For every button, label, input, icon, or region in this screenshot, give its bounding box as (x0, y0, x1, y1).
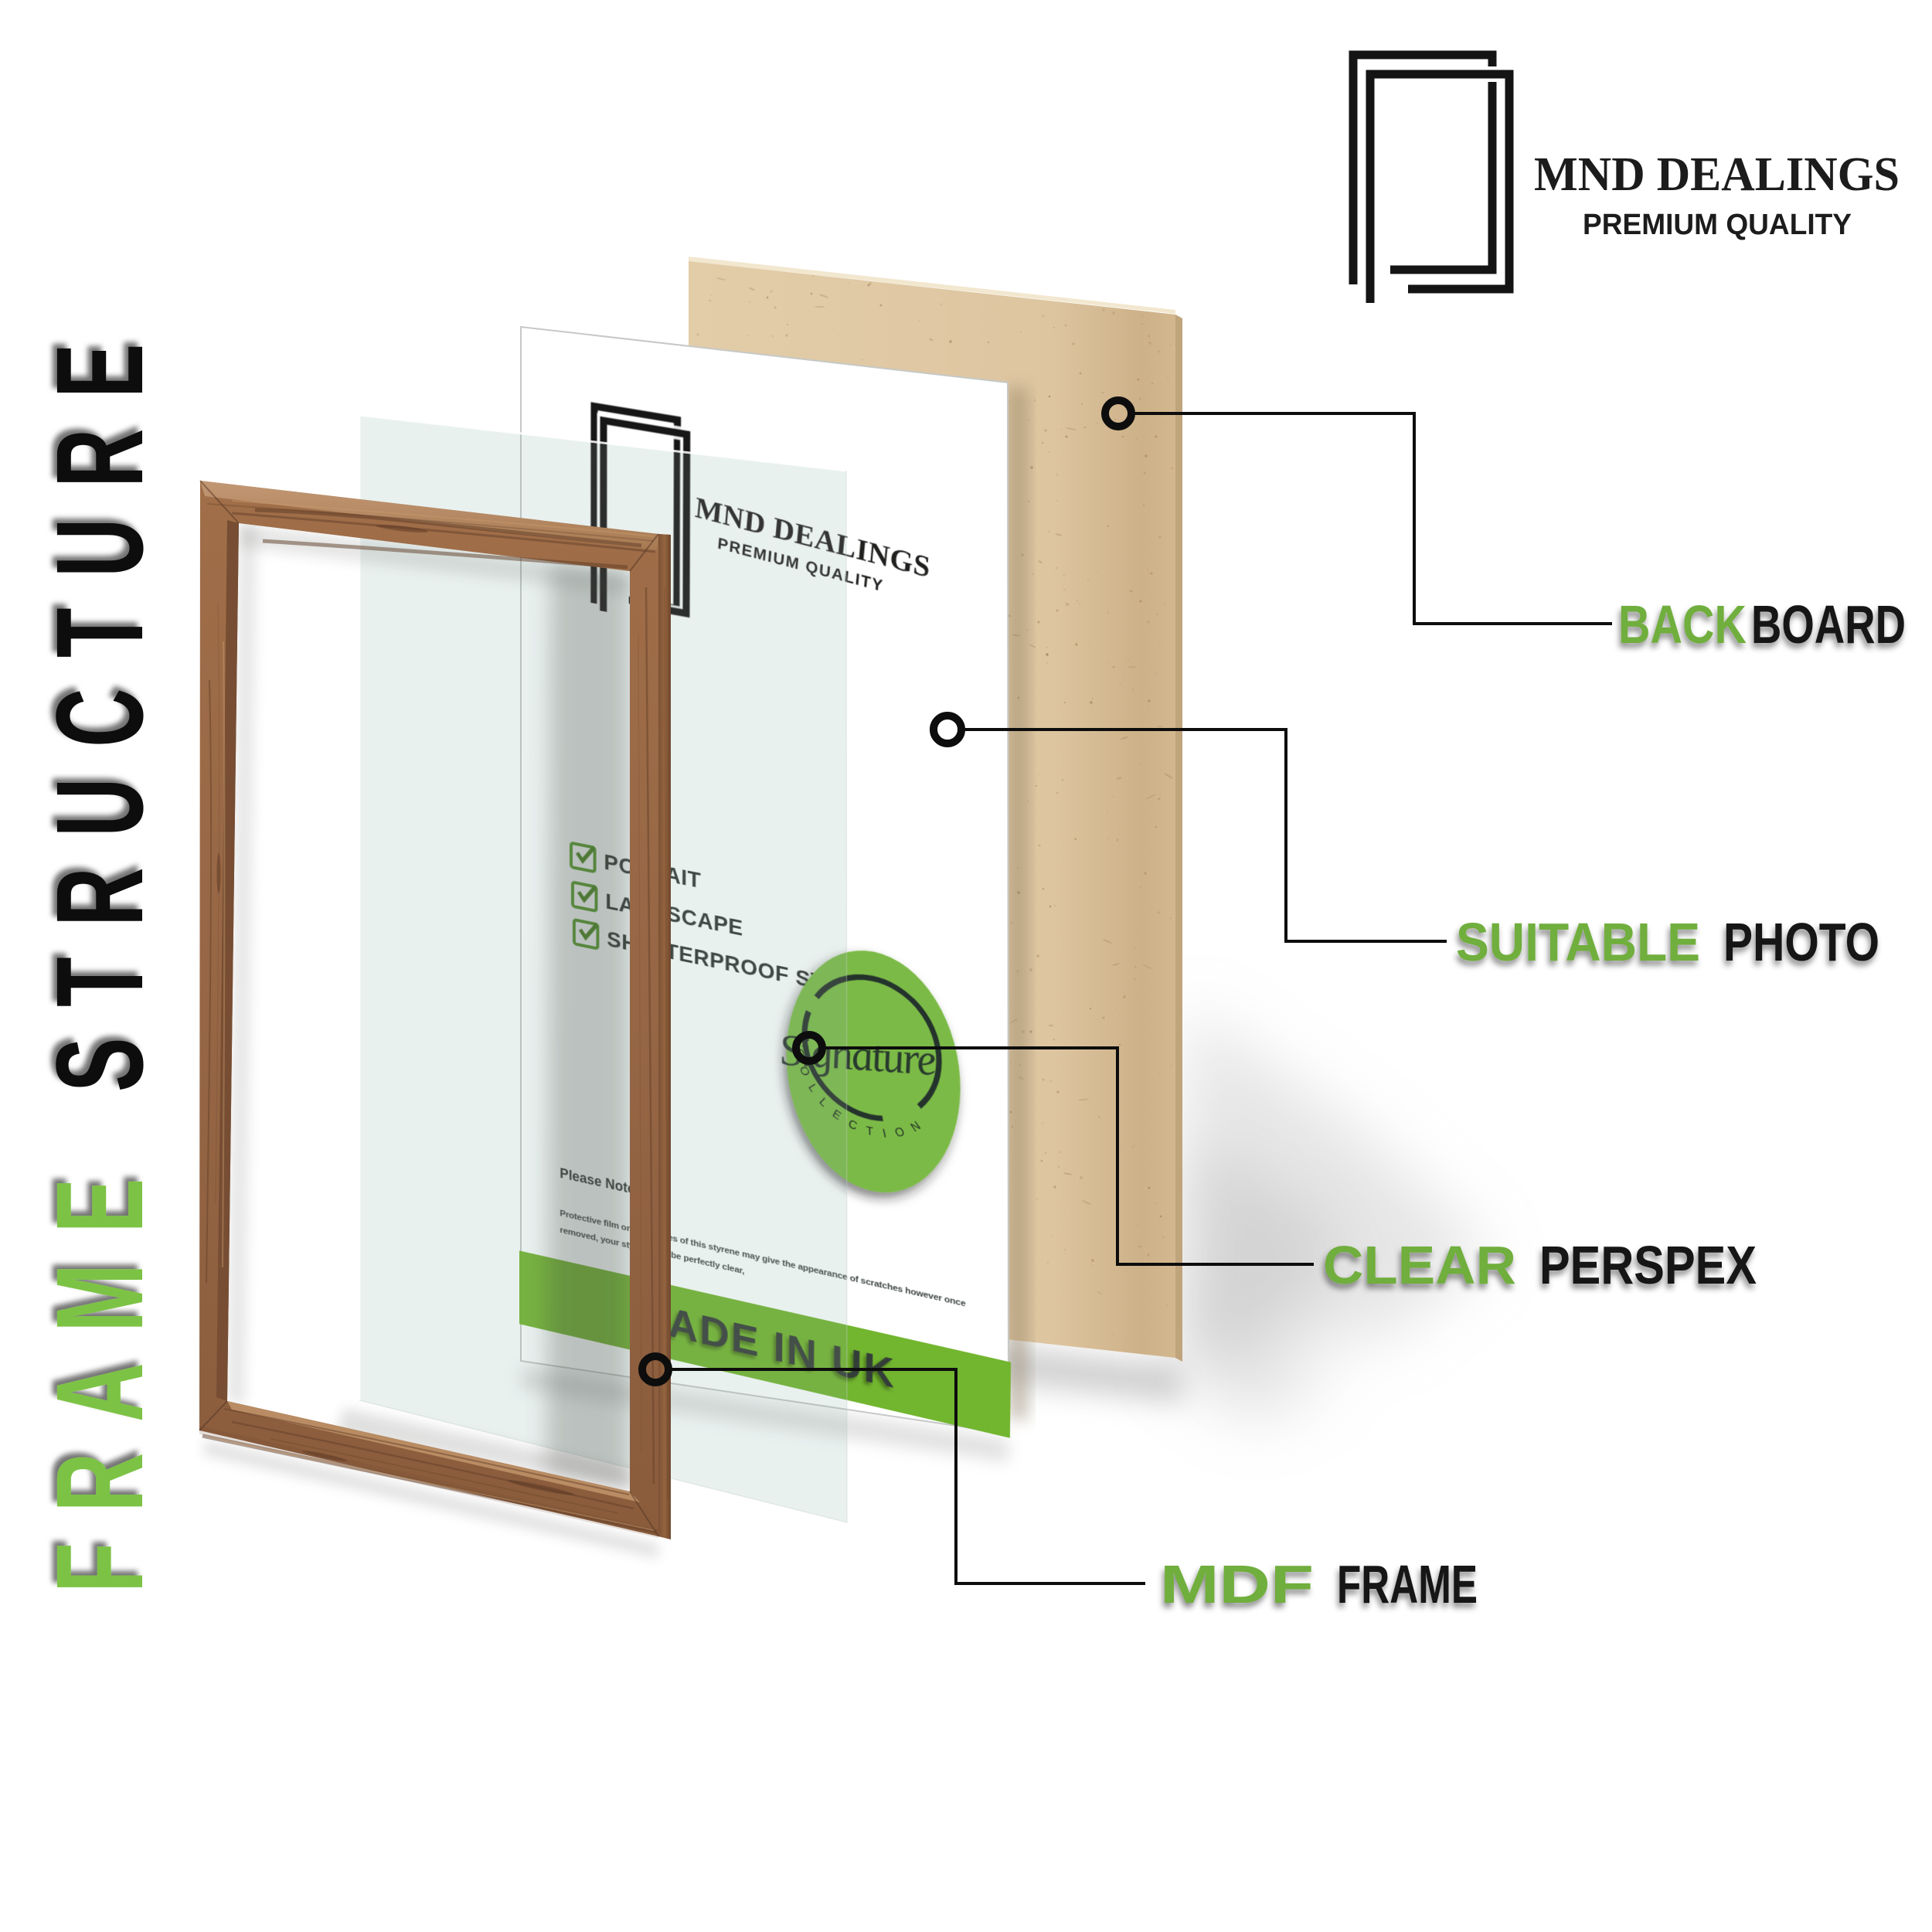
svg-text:PREMIUM QUALITY: PREMIUM QUALITY (1583, 209, 1852, 241)
svg-text:STRUCTURE: STRUCTURE (30, 313, 168, 1092)
svg-text:SUITABLE: SUITABLE (1456, 912, 1700, 972)
svg-text:BACK: BACK (1618, 594, 1747, 655)
svg-text:CLEAR: CLEAR (1323, 1235, 1516, 1295)
svg-text:BOARD: BOARD (1751, 594, 1906, 655)
svg-text:MND DEALINGS: MND DEALINGS (1534, 148, 1900, 201)
svg-text:PERSPEX: PERSPEX (1539, 1235, 1757, 1295)
svg-text:MDF: MDF (1160, 1554, 1314, 1614)
svg-text:FRAME: FRAME (1337, 1554, 1478, 1614)
svg-text:PHOTO: PHOTO (1723, 912, 1879, 972)
svg-text:FRAME: FRAME (30, 1148, 168, 1593)
